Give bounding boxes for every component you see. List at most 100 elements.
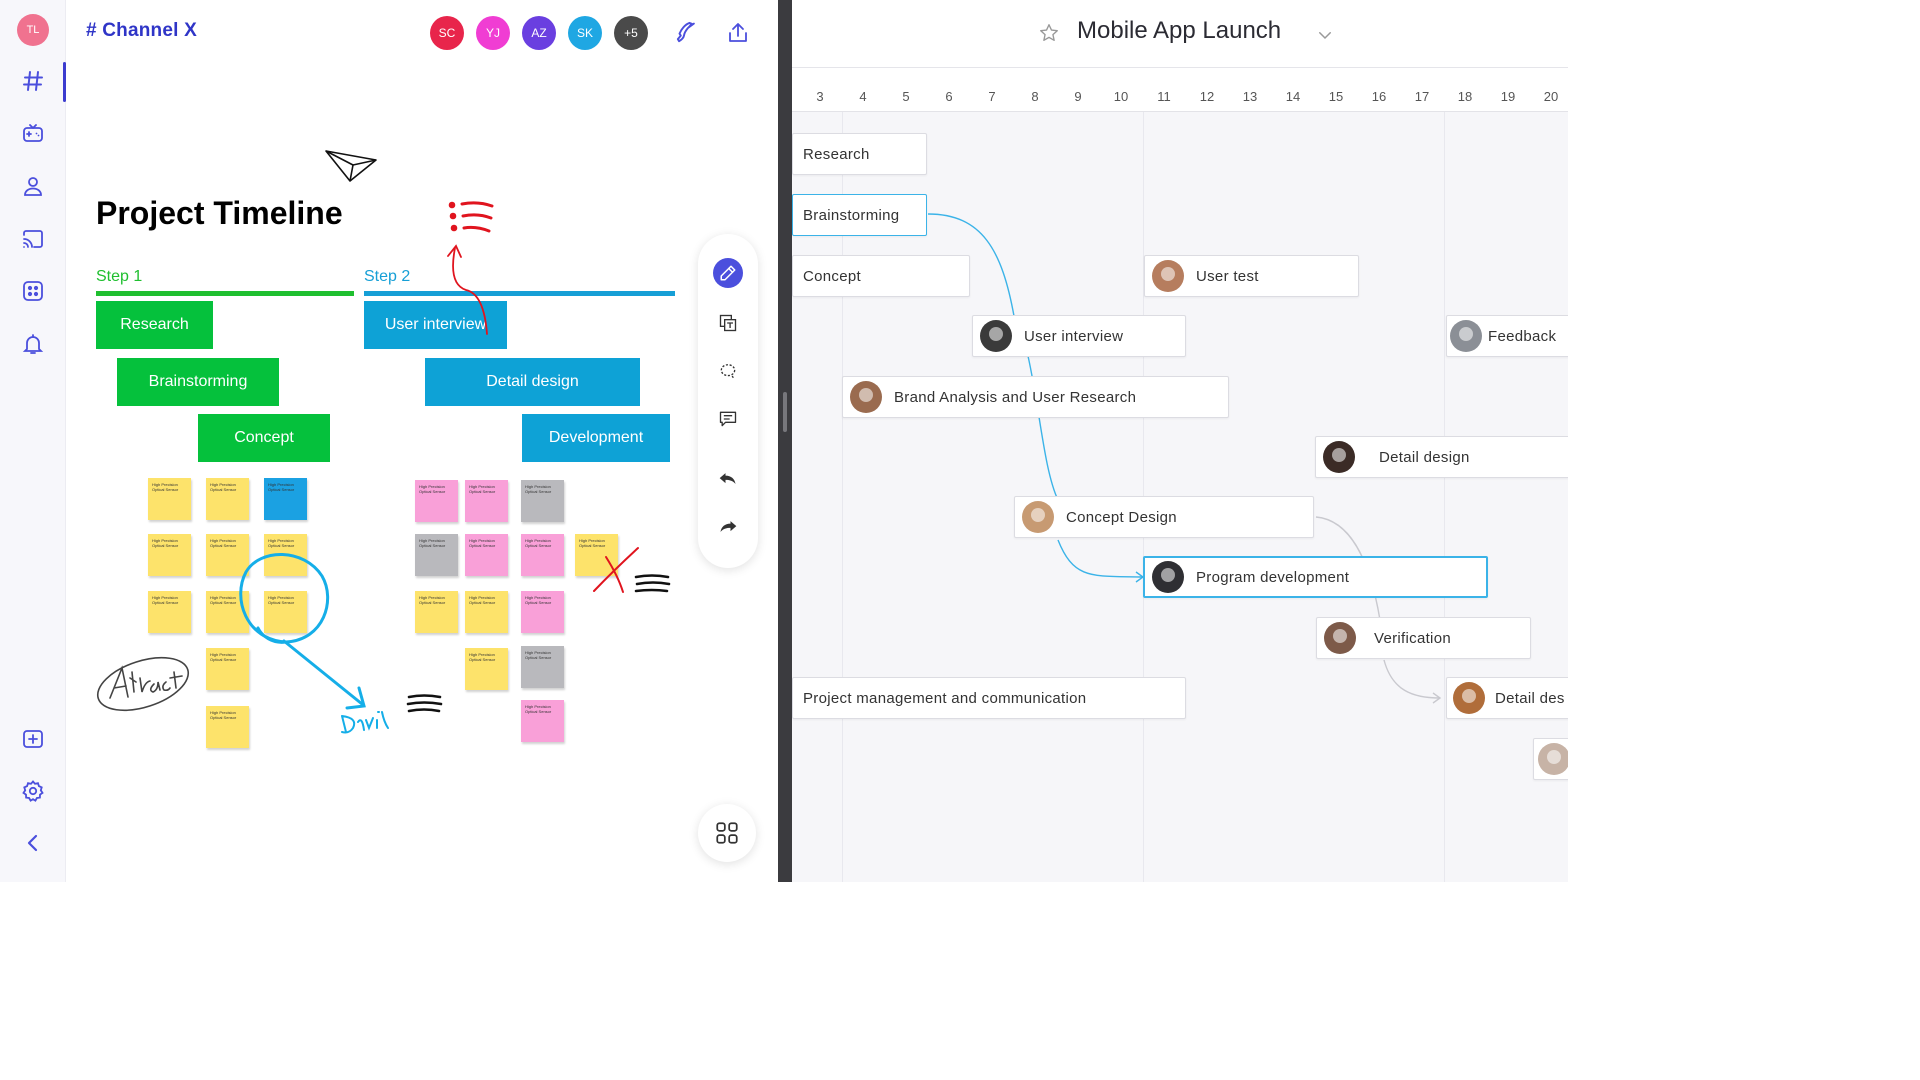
sidebar-item-apps[interactable] (19, 277, 47, 305)
sidebar-item-people[interactable] (19, 172, 47, 200)
game-controller-icon (23, 124, 43, 142)
sticky-note[interactable]: High Precision Optical Sensor (521, 534, 564, 576)
gantt-task-bar[interactable]: Concept (792, 255, 970, 297)
sticky-note[interactable]: High Precision Optical Sensor (521, 480, 564, 522)
more-participants-badge[interactable]: +5 (614, 16, 648, 50)
gantt-task-bar[interactable]: User interview (972, 315, 1186, 357)
sidebar-item-games[interactable] (19, 119, 47, 147)
lasso-icon (720, 364, 736, 379)
timeline-day-label: 11 (1157, 89, 1171, 104)
gantt-task-bar[interactable]: Project management and communication (792, 677, 1186, 719)
split-pane-divider[interactable] (778, 0, 792, 882)
step-1-line (96, 291, 354, 296)
sticky-note[interactable]: High Precision Optical Sensor (521, 646, 564, 688)
whiteboard-pane[interactable]: # Channel X SC YJ AZ SK +5 Project Timel… (66, 0, 778, 882)
gantt-task-bar[interactable] (1533, 738, 1568, 780)
divider-grip[interactable] (783, 392, 787, 432)
pen-tool-button[interactable] (713, 258, 743, 288)
sticky-note[interactable]: High Precision Optical Sensor (206, 706, 249, 748)
sticky-note[interactable]: High Precision Optical Sensor (206, 591, 249, 633)
gantt-task-bar[interactable]: Concept Design (1014, 496, 1314, 538)
gantt-task-label: Detail des (1495, 689, 1565, 707)
assignee-avatar (1152, 260, 1184, 292)
gantt-task-bar[interactable]: Feedback (1446, 315, 1568, 357)
task-card-concept[interactable]: Concept (198, 414, 330, 462)
gantt-task-bar[interactable]: Verification (1316, 617, 1531, 659)
timeline-day-label: 15 (1328, 89, 1344, 104)
signature-doodle (96, 656, 190, 712)
sticky-note[interactable]: High Precision Optical Sensor (521, 700, 564, 742)
sidebar-item-channels[interactable] (19, 67, 47, 95)
sidebar-rail: TL (0, 0, 66, 882)
chevron-down-icon[interactable] (1316, 26, 1334, 44)
sidebar-collapse-button[interactable] (19, 829, 47, 857)
redo-button[interactable] (713, 512, 743, 542)
participant-avatar[interactable]: SC (430, 16, 464, 50)
comment-tool-button[interactable] (713, 404, 743, 434)
gantt-task-bar[interactable]: Brand Analysis and User Research (842, 376, 1229, 418)
participant-avatar[interactable]: AZ (522, 16, 556, 50)
blue-circle-arrow-doodle (239, 553, 389, 734)
sidebar-item-notifications[interactable] (19, 330, 47, 358)
sticky-note[interactable]: High Precision Optical Sensor (264, 478, 307, 520)
gantt-task-label: Feedback (1488, 327, 1557, 345)
participant-avatar[interactable]: SK (568, 16, 602, 50)
timeline-day-label: 17 (1414, 89, 1430, 104)
task-card-research[interactable]: Research (96, 301, 213, 349)
timeline-day-label: 20 (1543, 89, 1559, 104)
participant-avatar[interactable]: YJ (476, 16, 510, 50)
sticky-note[interactable]: High Precision Optical Sensor (465, 648, 508, 690)
timeline-day-label: 19 (1500, 89, 1516, 104)
sticky-note[interactable]: High Precision Optical Sensor (206, 478, 249, 520)
task-card-brainstorming[interactable]: Brainstorming (117, 358, 279, 406)
sticky-note[interactable]: High Precision Optical Sensor (264, 534, 307, 576)
hashtag-icon (23, 71, 43, 91)
sticky-note[interactable]: High Precision Optical Sensor (264, 591, 307, 633)
sidebar-item-add[interactable] (19, 725, 47, 753)
star-icon[interactable] (1038, 22, 1060, 44)
gantt-task-bar[interactable]: User test (1144, 255, 1359, 297)
gantt-task-bar[interactable]: Brainstorming (792, 194, 927, 236)
timeline-day-label: 12 (1199, 89, 1215, 104)
timeline-day-label: 10 (1113, 89, 1129, 104)
sticky-note[interactable]: High Precision Optical Sensor (465, 480, 508, 522)
task-card-detail-design[interactable]: Detail design (425, 358, 640, 406)
board-overview-button[interactable] (698, 804, 756, 862)
lasso-tool-button[interactable] (713, 356, 743, 386)
sidebar-item-cast[interactable] (19, 225, 47, 253)
sticky-note[interactable]: High Precision Optical Sensor (465, 591, 508, 633)
step-1-label: Step 1 (96, 268, 143, 285)
sticky-note[interactable]: High Precision Optical Sensor (575, 534, 618, 576)
gantt-task-bar[interactable]: Research (792, 133, 927, 175)
sticky-note[interactable]: High Precision Optical Sensor (465, 534, 508, 576)
sticky-note[interactable]: High Precision Optical Sensor (148, 591, 191, 633)
sticky-note[interactable]: High Precision Optical Sensor (148, 534, 191, 576)
assignee-avatar (1450, 320, 1482, 352)
project-title[interactable]: Mobile App Launch (1077, 17, 1282, 44)
sticky-note[interactable]: High Precision Optical Sensor (521, 591, 564, 633)
gantt-task-bar[interactable]: Program development (1143, 556, 1488, 598)
participant-list: SC YJ AZ SK +5 (430, 16, 648, 50)
assignee-avatar (1152, 561, 1184, 593)
call-button[interactable] (671, 18, 701, 48)
sidebar-item-settings[interactable] (19, 777, 47, 805)
text-tool-button[interactable] (713, 308, 743, 338)
sticky-note[interactable]: High Precision Optical Sensor (148, 478, 191, 520)
task-card-development[interactable]: Development (522, 414, 670, 462)
gantt-task-label: User interview (1024, 327, 1124, 345)
sticky-note[interactable]: High Precision Optical Sensor (206, 534, 249, 576)
gantt-task-bar[interactable]: Detail des (1446, 677, 1568, 719)
sticky-note[interactable]: High Precision Optical Sensor (206, 648, 249, 690)
sticky-note[interactable]: High Precision Optical Sensor (415, 534, 458, 576)
app-window: TL # Channel X (0, 0, 1568, 882)
task-card-user-interview[interactable]: User interview (364, 301, 507, 349)
share-button[interactable] (723, 18, 753, 48)
gantt-task-bar[interactable]: Detail design (1315, 436, 1568, 478)
sticky-note[interactable]: High Precision Optical Sensor (415, 480, 458, 522)
sticky-note[interactable]: High Precision Optical Sensor (415, 591, 458, 633)
user-avatar[interactable]: TL (17, 14, 49, 46)
timeline-day-label: 9 (1074, 89, 1082, 104)
phone-icon (676, 21, 695, 43)
undo-button[interactable] (713, 464, 743, 494)
